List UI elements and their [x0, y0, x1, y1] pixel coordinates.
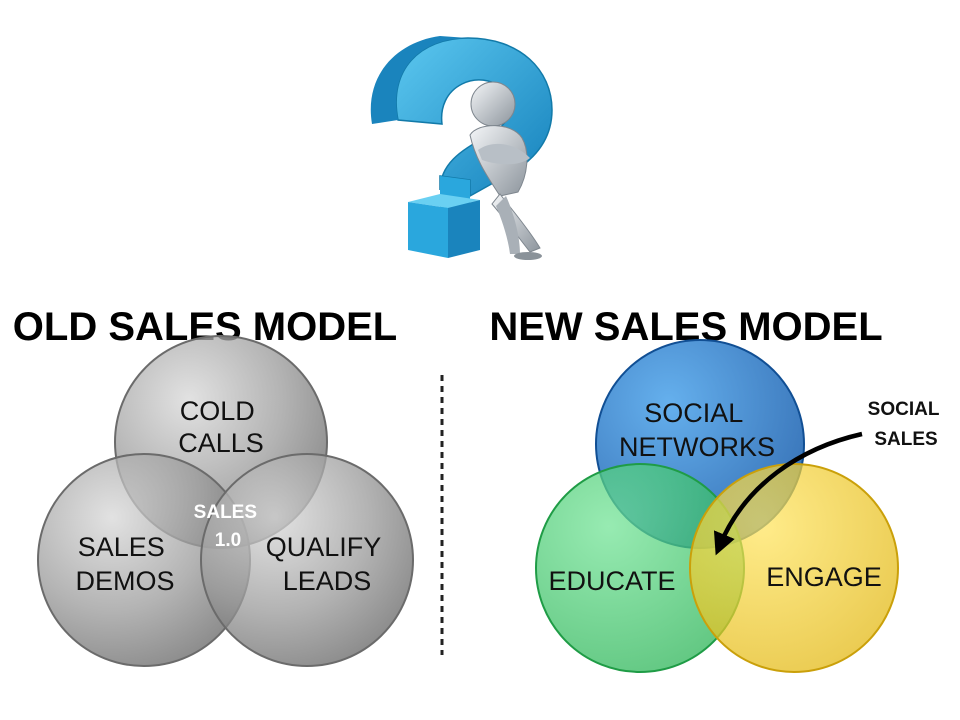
- svg-text:QUALIFY LEADS: QUALIFY LEADS: [266, 532, 389, 596]
- question-mark-dot-side: [448, 200, 480, 258]
- old-label-cold: COLD: [180, 396, 255, 426]
- old-label-qualify: QUALIFY: [266, 532, 382, 562]
- old-circle-qualify-leads: [200, 453, 414, 667]
- callout-sales: SALES: [874, 429, 937, 450]
- leaning-figure: [469, 81, 542, 260]
- new-label-social: SOCIAL: [644, 398, 743, 428]
- curved-arrow-icon: [713, 431, 863, 556]
- question-mark-hook: [395, 37, 553, 198]
- old-center-version: 1.0: [215, 530, 241, 551]
- old-label-demos: DEMOS: [75, 566, 174, 596]
- old-label-sales: SALES: [78, 532, 165, 562]
- question-mark-dot-front: [408, 202, 448, 258]
- new-venn: SOCIAL NETWORKS EDUCATE ENGAGE SOCIAL SA…: [535, 339, 945, 673]
- old-label-leads: LEADS: [283, 566, 372, 596]
- svg-text:SALES DEMOS: SALES DEMOS: [75, 532, 174, 596]
- old-center-sales: SALES: [194, 502, 257, 523]
- svg-text:SOCIAL SALES: SOCIAL SALES: [868, 399, 945, 450]
- question-mark-figure-icon: [370, 36, 553, 260]
- question-mark-side: [370, 36, 468, 124]
- old-venn: COLD CALLS SALES DEMOS QUALIFY LEADS SAL…: [37, 335, 414, 667]
- svg-text:SALES 1.0: SALES 1.0: [194, 502, 263, 551]
- new-label-educate: EDUCATE: [548, 566, 675, 596]
- svg-text:COLD CALLS: COLD CALLS: [178, 396, 264, 458]
- new-circle-engage: [689, 463, 899, 673]
- new-label-engage: ENGAGE: [766, 562, 882, 592]
- old-label-calls: CALLS: [178, 428, 264, 458]
- new-label-networks: NETWORKS: [619, 432, 775, 462]
- callout-social: SOCIAL: [868, 399, 940, 420]
- svg-text:SOCIAL NETWORKS: SOCIAL NETWORKS: [619, 398, 775, 462]
